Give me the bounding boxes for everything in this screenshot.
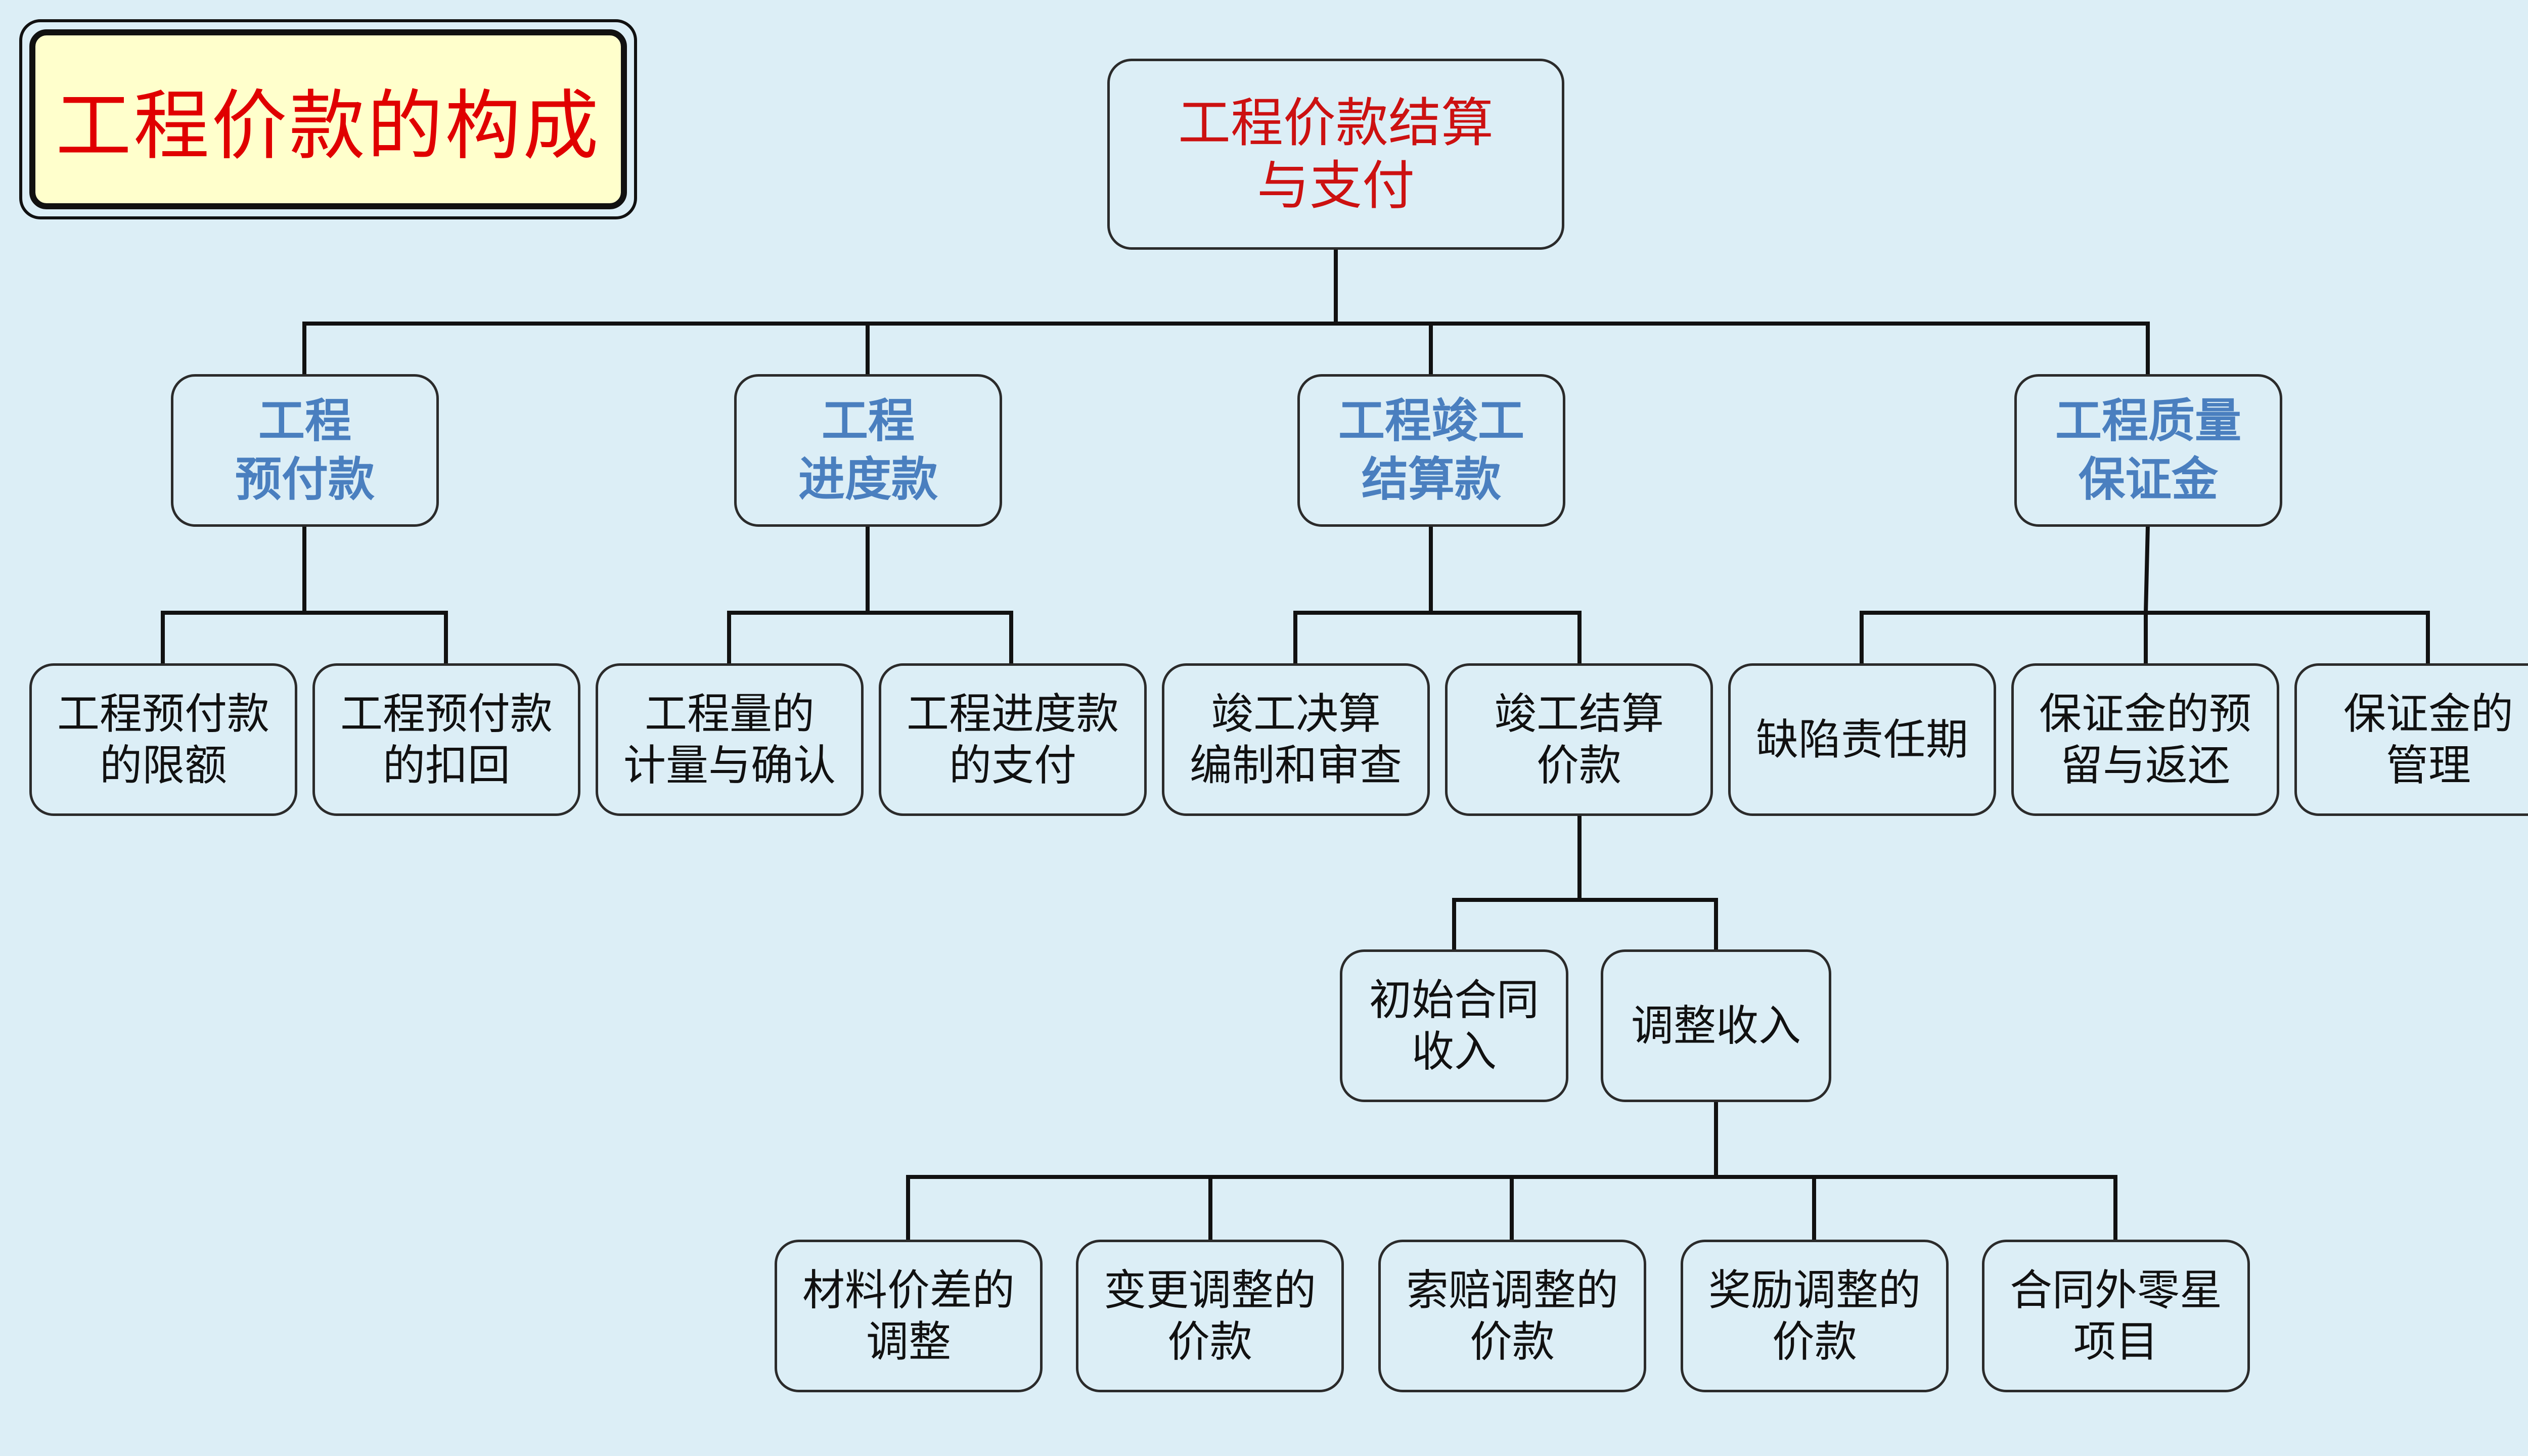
node-progress-payout: 工程进度款 的支付 xyxy=(879,663,1147,816)
node-label: 合同外零星 项目 xyxy=(2009,1265,2222,1367)
root-label: 工程价款结算 与支付 xyxy=(1178,92,1494,216)
node-guarantee-management: 保证金的 管理 xyxy=(2294,663,2528,816)
node-label: 工程竣工 结算款 xyxy=(1338,394,1524,507)
node-label: 保证金的 管理 xyxy=(2343,689,2513,790)
node-material-price-adjustment: 材料价差的 调整 xyxy=(775,1240,1043,1392)
node-guarantee-retention: 保证金的预 留与返还 xyxy=(2011,663,2279,816)
node-advance-deduction: 工程预付款 的扣回 xyxy=(312,663,580,816)
node-completion-settlement: 工程竣工 结算款 xyxy=(1297,374,1565,527)
node-advance-payment: 工程 预付款 xyxy=(171,374,439,527)
node-completion-price: 竣工结算 价款 xyxy=(1445,663,1713,816)
node-label: 缺陷责任期 xyxy=(1755,715,1968,764)
page-title: 工程价款的构成 xyxy=(55,82,601,170)
node-progress-payment: 工程 进度款 xyxy=(734,374,1002,527)
node-label: 工程质量 保证金 xyxy=(2055,394,2241,507)
node-label: 工程 预付款 xyxy=(235,394,375,507)
node-label: 保证金的预 留与返还 xyxy=(2039,689,2251,790)
node-label: 竣工结算 价款 xyxy=(1494,689,1664,790)
node-quantity-measurement: 工程量的 计量与确认 xyxy=(596,663,864,816)
title-box: 工程价款的构成 xyxy=(29,29,627,209)
node-label: 初始合同 收入 xyxy=(1369,975,1539,1076)
node-label: 材料价差的 调整 xyxy=(802,1265,1015,1367)
node-incentive-adjustment: 奖励调整的 价款 xyxy=(1681,1240,1949,1392)
node-label: 工程预付款 的扣回 xyxy=(340,689,553,790)
node-label: 奖励调整的 价款 xyxy=(1708,1265,1921,1367)
connector-line xyxy=(2143,523,2150,615)
node-label: 工程 进度款 xyxy=(798,394,938,507)
node-initial-contract-income: 初始合同 收入 xyxy=(1340,949,1568,1102)
root-node: 工程价款结算 与支付 xyxy=(1107,59,1564,250)
node-label: 竣工决算 编制和审查 xyxy=(1189,689,1402,790)
node-label: 调整收入 xyxy=(1631,1001,1801,1051)
node-label: 工程量的 计量与确认 xyxy=(623,689,836,790)
node-change-adjustment: 变更调整的 价款 xyxy=(1076,1240,1344,1392)
node-advance-limit: 工程预付款 的限额 xyxy=(29,663,297,816)
node-label: 工程预付款 的限额 xyxy=(57,689,269,790)
node-adjusted-income: 调整收入 xyxy=(1601,949,1831,1102)
node-extra-contract-items: 合同外零星 项目 xyxy=(1982,1240,2250,1392)
node-label: 工程进度款 的支付 xyxy=(906,689,1119,790)
node-quality-guarantee: 工程质量 保证金 xyxy=(2014,374,2282,527)
node-label: 变更调整的 价款 xyxy=(1103,1265,1316,1367)
node-defect-period: 缺陷责任期 xyxy=(1728,663,1996,816)
node-label: 索赔调整的 价款 xyxy=(1406,1265,1618,1367)
node-final-accounts-review: 竣工决算 编制和审查 xyxy=(1162,663,1430,816)
node-claim-adjustment: 索赔调整的 价款 xyxy=(1378,1240,1646,1392)
